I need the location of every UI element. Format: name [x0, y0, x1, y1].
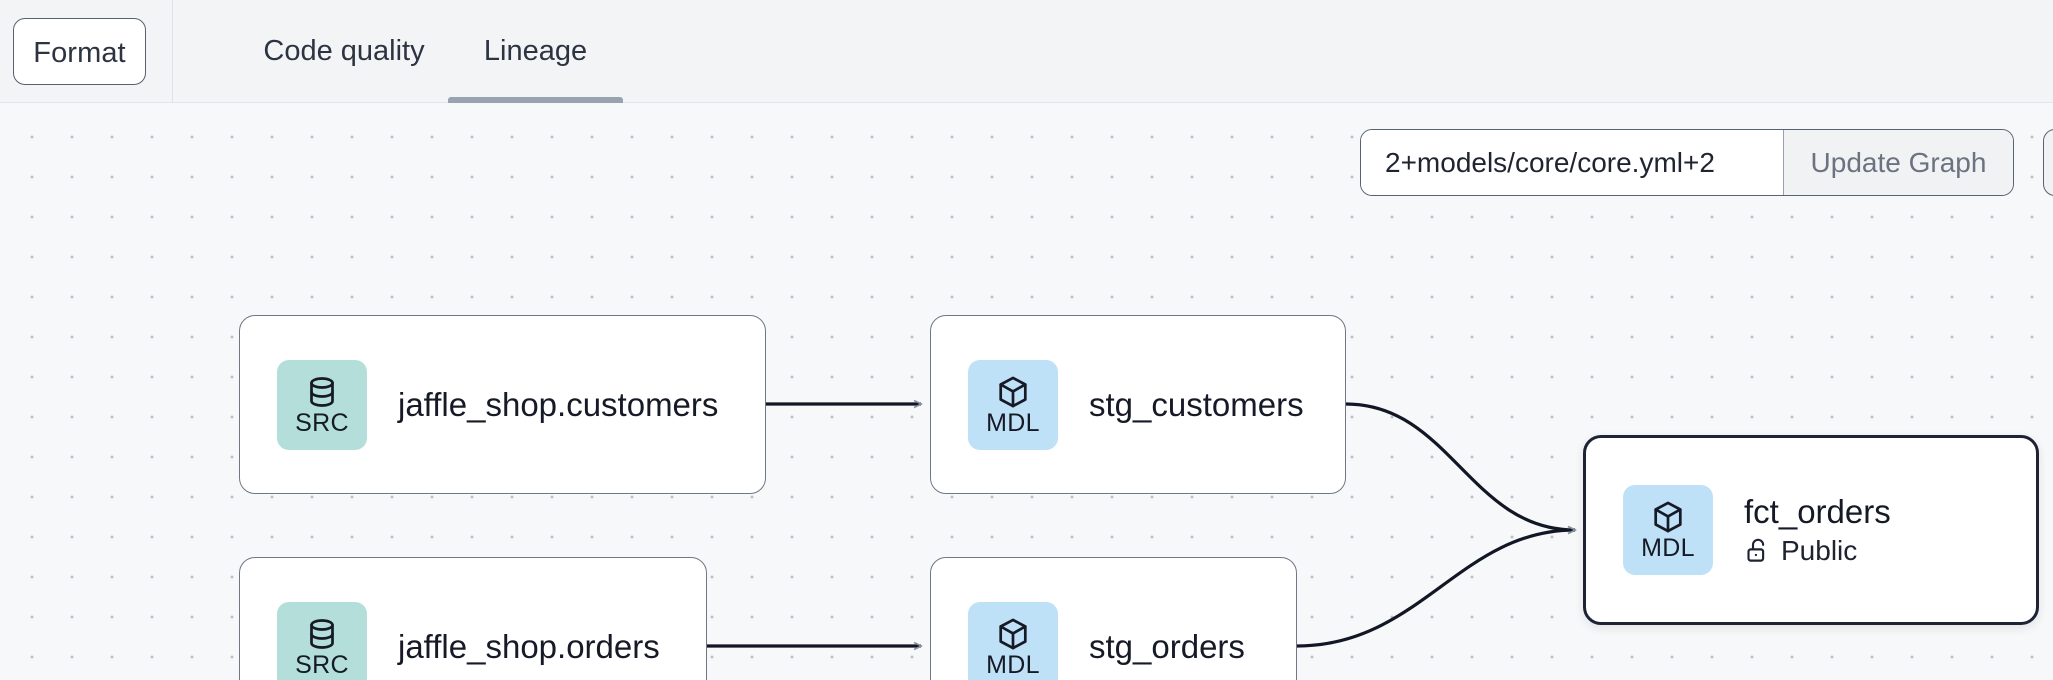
node-title: stg_customers — [1089, 385, 1304, 423]
editor-toolbar: Format Code quality Lineage — [0, 0, 2053, 103]
node-title: stg_orders — [1089, 627, 1245, 665]
tab-lineage[interactable]: Lineage — [448, 0, 623, 103]
node-access-label: Public — [1781, 534, 1858, 566]
cube-icon — [995, 374, 1031, 410]
node-title: jaffle_shop.customers — [398, 385, 719, 423]
node-access-badge: Public — [1744, 535, 1891, 567]
node-text-block: jaffle_shop.customers — [398, 386, 718, 424]
node-text-block: stg_customers — [1089, 386, 1304, 424]
tab-code-quality-label: Code quality — [263, 35, 425, 67]
node-title: jaffle_shop.orders — [398, 627, 660, 665]
model-badge-label: MDL — [986, 650, 1040, 679]
format-button[interactable]: Format — [13, 18, 146, 85]
node-text-block: stg_orders — [1089, 628, 1245, 666]
node-text-block: fct_orders Public — [1744, 493, 1891, 567]
cube-icon — [995, 616, 1031, 652]
graph-selector-group: Update Graph — [1360, 129, 2014, 196]
source-badge-label: SRC — [295, 650, 349, 679]
update-graph-button[interactable]: Update Graph — [1783, 130, 2013, 195]
tab-code-quality[interactable]: Code quality — [240, 0, 448, 103]
toolbar-divider — [172, 0, 173, 103]
lineage-node-stg-customers[interactable]: MDL stg_customers — [930, 315, 1346, 494]
lineage-node-stg-orders[interactable]: MDL stg_orders — [930, 557, 1297, 680]
edge-stg-orders-to-fct-orders — [1296, 530, 1575, 648]
database-icon — [304, 616, 340, 652]
lineage-node-fct-orders[interactable]: MDL fct_orders Public — [1583, 435, 2039, 625]
model-badge: MDL — [1623, 485, 1713, 575]
unlock-icon — [1744, 537, 1771, 564]
lineage-canvas[interactable]: Update Graph SRC jaffle_shop.customers — [0, 103, 2053, 680]
edge-stg-customers-to-fct-orders — [1345, 402, 1575, 530]
model-badge: MDL — [968, 359, 1058, 450]
node-selector-input[interactable] — [1361, 130, 1783, 195]
model-badge-label: MDL — [1641, 534, 1695, 562]
model-badge-label: MDL — [986, 408, 1040, 437]
node-text-block: jaffle_shop.orders — [398, 628, 660, 666]
lineage-node-src-customers[interactable]: SRC jaffle_shop.customers — [239, 315, 766, 494]
source-badge: SRC — [277, 359, 367, 450]
cube-icon — [1650, 499, 1686, 535]
node-title: fct_orders — [1744, 493, 1891, 531]
tab-lineage-label: Lineage — [483, 35, 588, 67]
database-icon — [304, 374, 340, 410]
model-badge: MDL — [968, 601, 1058, 680]
graph-controls-overflow[interactable] — [2043, 129, 2053, 196]
lineage-node-src-orders[interactable]: SRC jaffle_shop.orders — [239, 557, 707, 680]
source-badge: SRC — [277, 601, 367, 680]
source-badge-label: SRC — [295, 408, 349, 437]
tab-lineage-underline — [448, 97, 623, 103]
